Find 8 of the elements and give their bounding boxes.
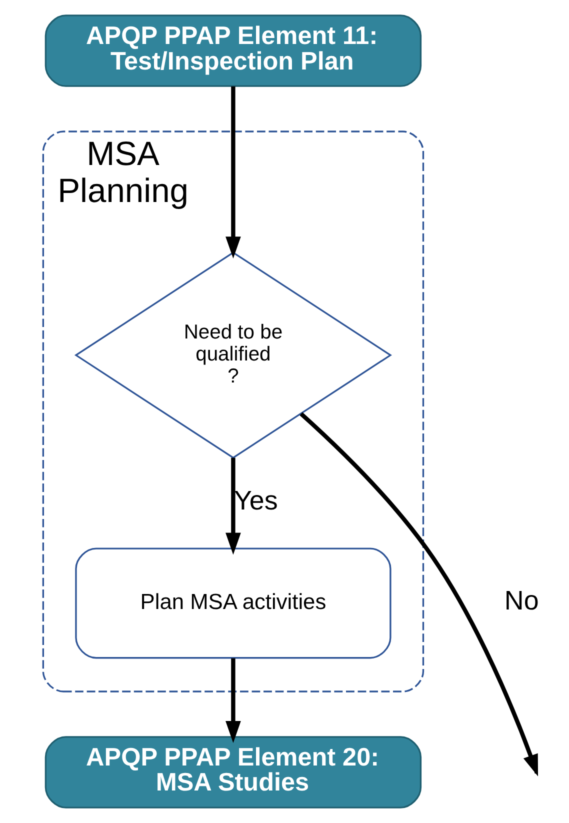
edge-label: No (504, 586, 539, 616)
arrow (226, 658, 241, 743)
node-box: Plan MSA activities (75, 548, 392, 659)
arrow (226, 458, 241, 555)
node-box: APQP PPAP Element 20: MSA Studies (44, 736, 422, 808)
node-diamond: Need to be qualified ? (74, 252, 392, 459)
node-box: APQP PPAP Element 11: Test/Inspection Plan (44, 14, 422, 87)
arrow (226, 86, 241, 258)
